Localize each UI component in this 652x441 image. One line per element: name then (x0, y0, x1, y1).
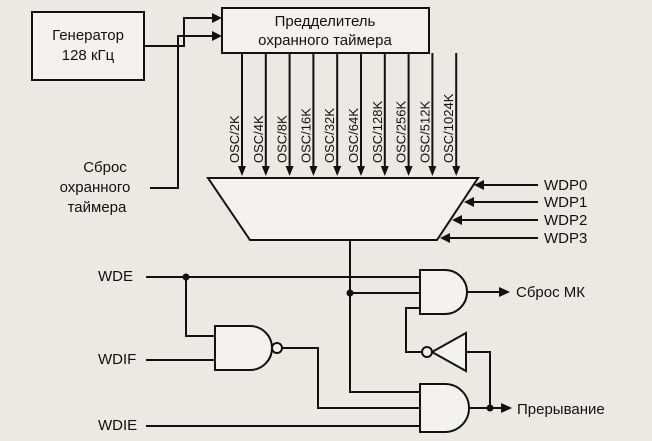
nand-gate (214, 325, 283, 371)
reset-label-line1: Сброс (83, 159, 127, 176)
tap-arrow-icon (428, 166, 437, 176)
generator-to-prescaler-wire (144, 17, 214, 47)
and-gate-interrupt (419, 383, 470, 433)
tap-label: OSC/128K (370, 101, 385, 163)
select-arrow-icon (464, 197, 474, 207)
mcu-reset-arrow-icon (499, 287, 510, 297)
reset-label-line3: таймера (68, 199, 127, 216)
select-arrow-icon (474, 180, 484, 190)
interrupt-junction-dot (486, 404, 494, 412)
select-arrow-icon (452, 215, 462, 225)
inverter-bubble (421, 346, 433, 358)
feedback-wire (466, 351, 491, 408)
tap-label: OSC/8K (275, 115, 290, 163)
tap-arrow-icon (380, 166, 389, 176)
tap-label: OSC/512K (417, 101, 432, 163)
prescaler-multiplexer (206, 177, 480, 241)
reset-arrow-icon (212, 31, 222, 41)
wde-label: WDE (98, 268, 133, 285)
select-label: WDP1 (544, 194, 587, 211)
select-arrow-icon (440, 233, 450, 243)
tap-arrow-icon (333, 166, 342, 176)
inverter-to-and1-wire (405, 307, 422, 353)
select-label: WDP0 (544, 177, 587, 194)
prescaler-block: Предделитель охранного таймера (221, 7, 430, 54)
reset-input-label: Сброс охранного таймера (60, 159, 131, 216)
prescaler-label-line1: Предделитель (275, 13, 376, 30)
tap-label: OSC/4K (251, 115, 266, 163)
nand-output-wire (282, 347, 420, 409)
generator-block: Генератор 128 кГц (31, 11, 145, 81)
tap-arrow-icon (452, 166, 461, 176)
tap-label: OSC/2K (227, 115, 242, 163)
tap-label: OSC/32K (322, 108, 337, 163)
select-label: WDP2 (544, 212, 587, 229)
tap-label: OSC/1024K (441, 93, 456, 163)
tap-label: OSC/256K (394, 101, 409, 163)
reset-wire (150, 35, 214, 189)
interrupt-arrow-icon (501, 403, 512, 413)
generator-label-line1: Генератор (52, 27, 124, 44)
mcu-reset-label: Сброс МК (516, 284, 585, 301)
tap-arrow-icon (309, 166, 318, 176)
wde-to-nand-wire (185, 277, 215, 337)
tap-arrow-icon (238, 166, 246, 176)
select-label: WDP3 (544, 230, 587, 247)
wdif-label: WDIF (98, 351, 136, 368)
wdie-label: WDIE (98, 417, 137, 434)
tap-arrow-icon (261, 166, 270, 176)
tap-arrow-icon (357, 166, 365, 176)
reset-label-line2: охранного (60, 179, 131, 196)
generator-arrow-icon (212, 13, 222, 23)
tap-label: OSC/64K (346, 108, 361, 163)
prescaler-label-line2: охранного таймера (258, 32, 392, 49)
tap-arrow-icon (404, 166, 413, 176)
tap-arrow-icon (285, 166, 294, 176)
and-gate-reset (419, 269, 468, 315)
prescaler-taps: OSC/2K OSC/4K OSC/8K OSC/16K OSC/32K OSC/64K O… (227, 53, 461, 176)
generator-label-line2: 128 кГц (62, 47, 115, 64)
interrupt-label: Прерывание (517, 401, 605, 418)
tap-label: OSC/16K (298, 108, 313, 163)
inverter-buffer (429, 331, 467, 373)
